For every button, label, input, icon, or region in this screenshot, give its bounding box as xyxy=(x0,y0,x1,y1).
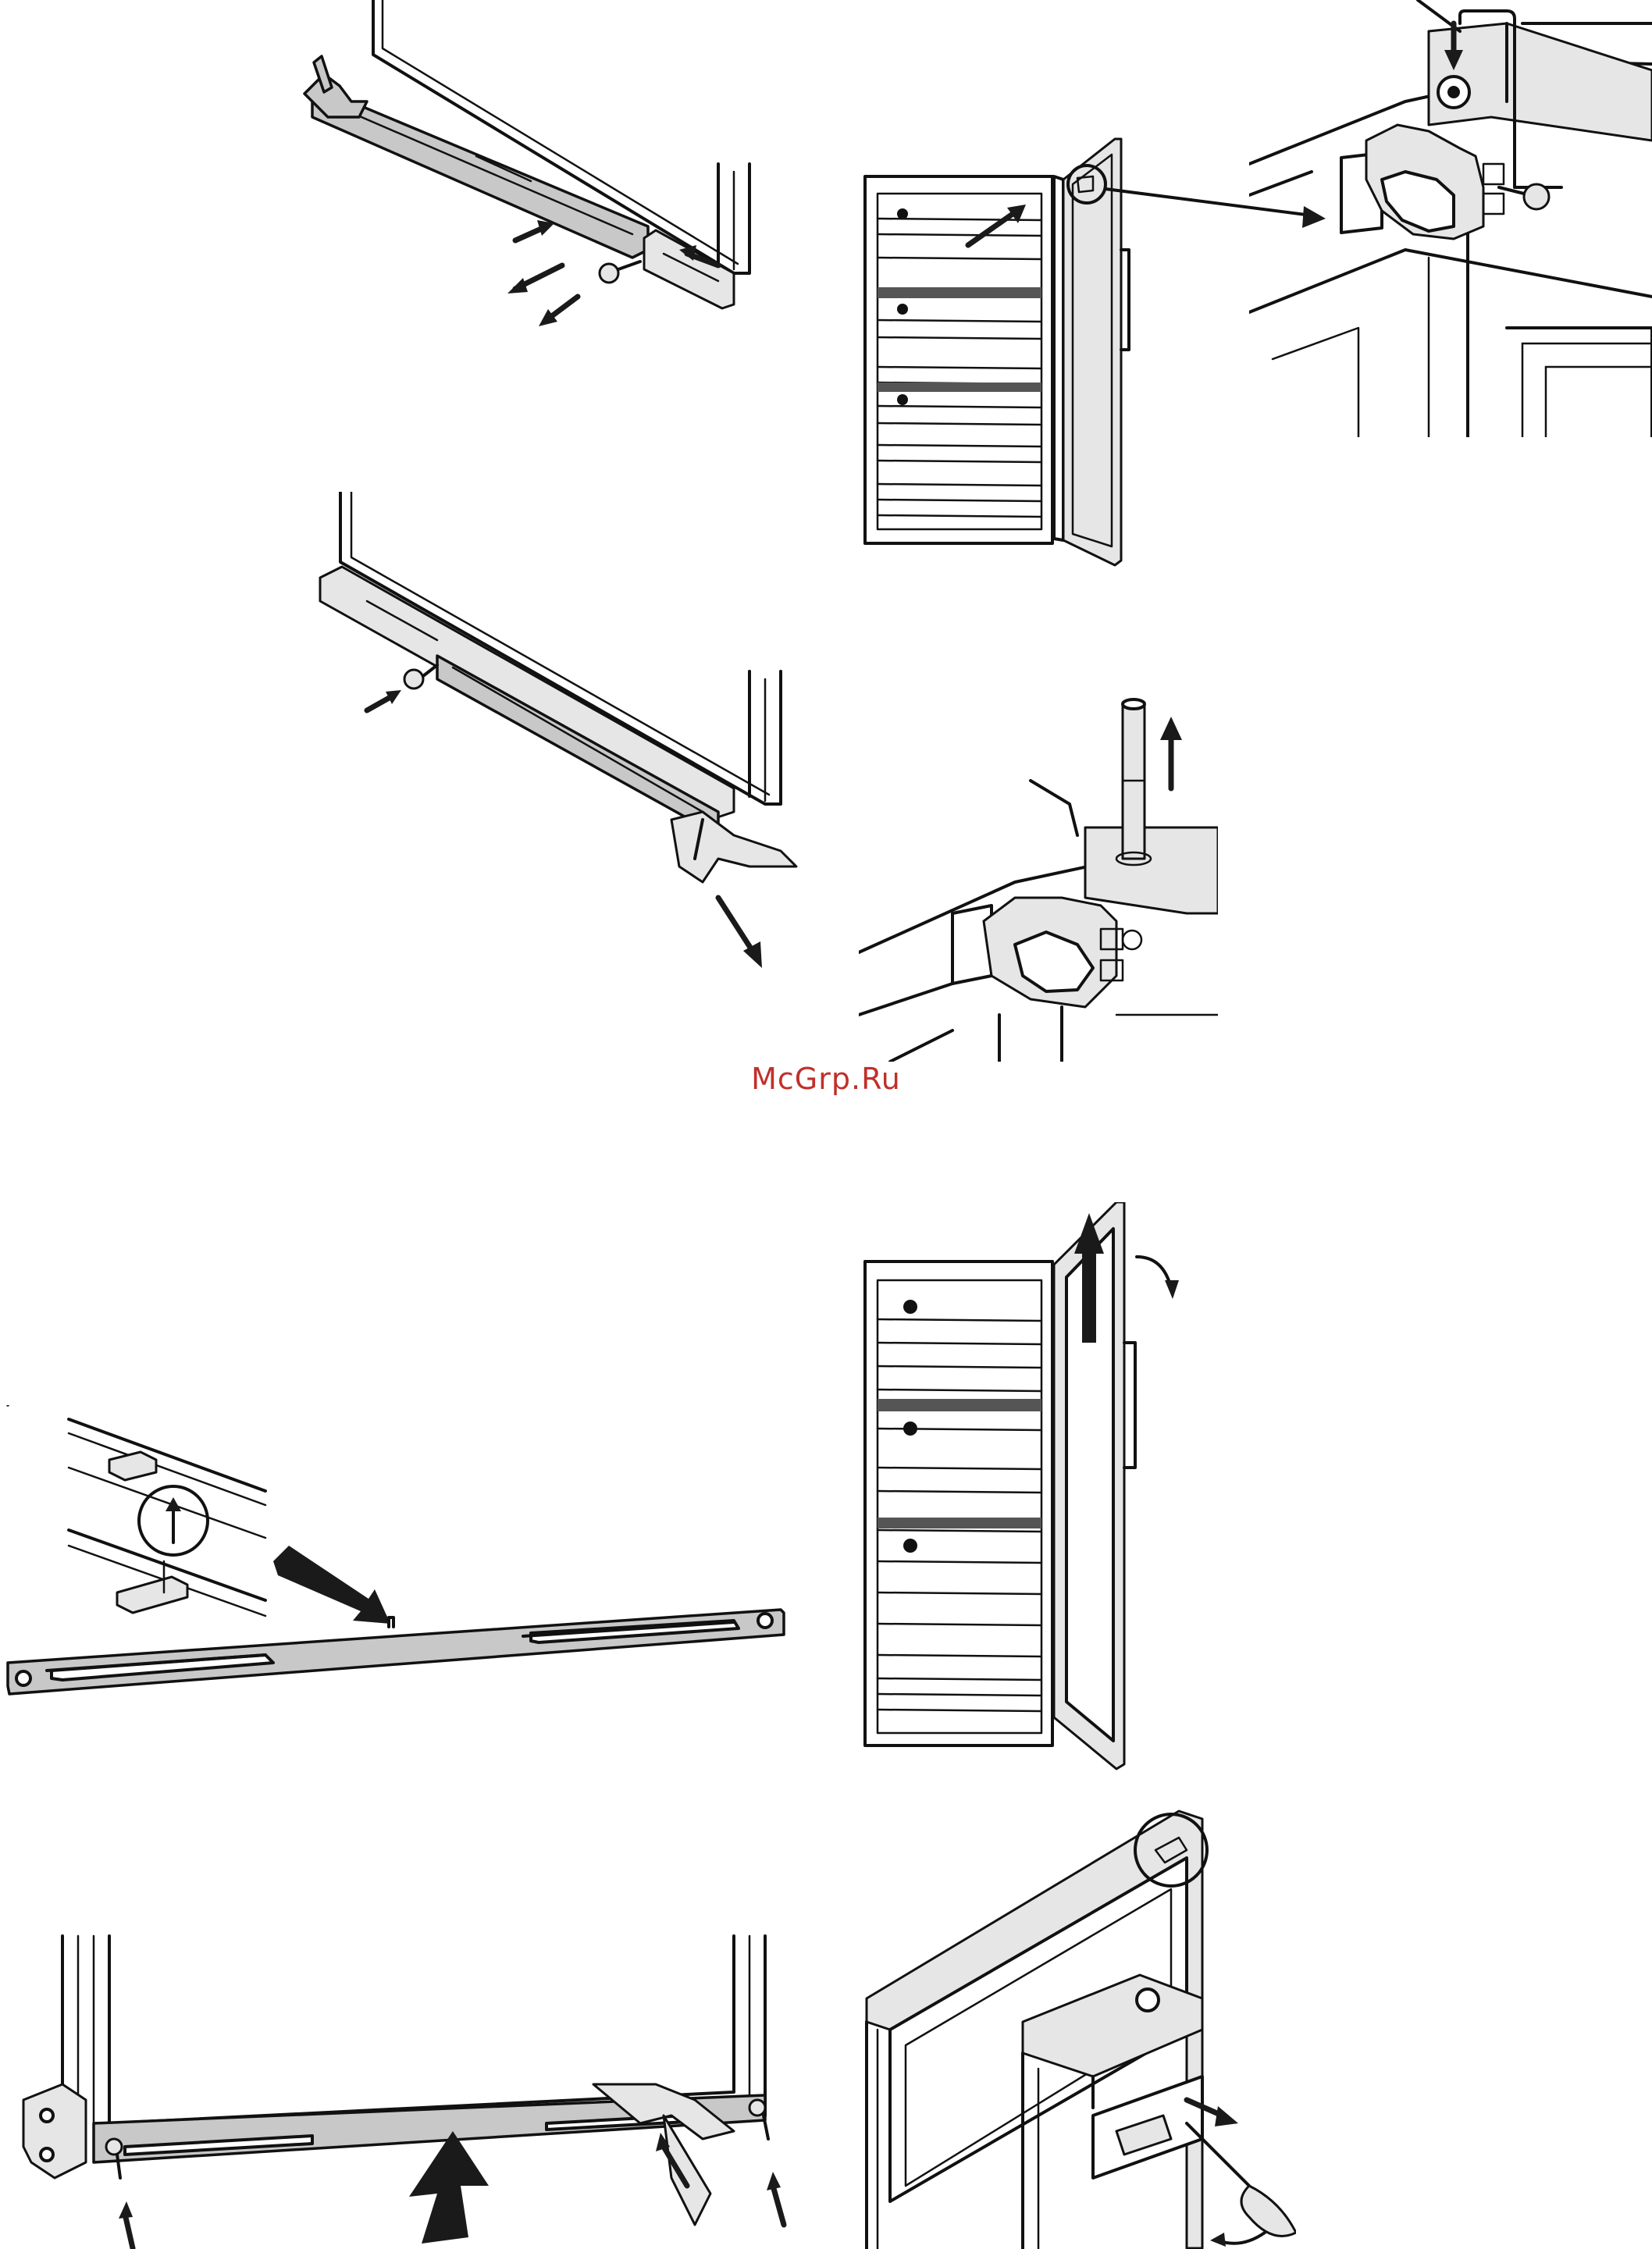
panel-hinge-bar-slide-out xyxy=(297,492,812,976)
hinge-pin-lift-icon xyxy=(859,687,1218,1062)
hinge-bar-align-icon xyxy=(0,1405,796,1733)
panel-hinge-bar-reinstall xyxy=(0,1928,796,2249)
panel-bottom-hinge-remove-screw xyxy=(281,0,796,328)
watermark: McGrp.Ru xyxy=(0,1062,1652,1096)
panel-top-bearing-screwdriver xyxy=(859,1795,1296,2249)
hinge-bar-slide-out-icon xyxy=(297,492,812,976)
door-lift-off-icon xyxy=(859,1202,1187,1780)
panel-door-lift-off xyxy=(859,1202,1187,1780)
top-hinge-closeup-icon xyxy=(1249,0,1652,437)
top-bearing-screwdriver-icon xyxy=(859,1795,1296,2249)
hinge-bar-reinstall-icon xyxy=(0,1928,796,2249)
panel-hinge-pin-lift xyxy=(859,687,1218,1062)
hinge-bottom-remove-screw-icon xyxy=(281,0,796,328)
panel-hinge-bar-align xyxy=(0,1405,796,1733)
panel-top-hinge-closeup xyxy=(1249,0,1652,437)
